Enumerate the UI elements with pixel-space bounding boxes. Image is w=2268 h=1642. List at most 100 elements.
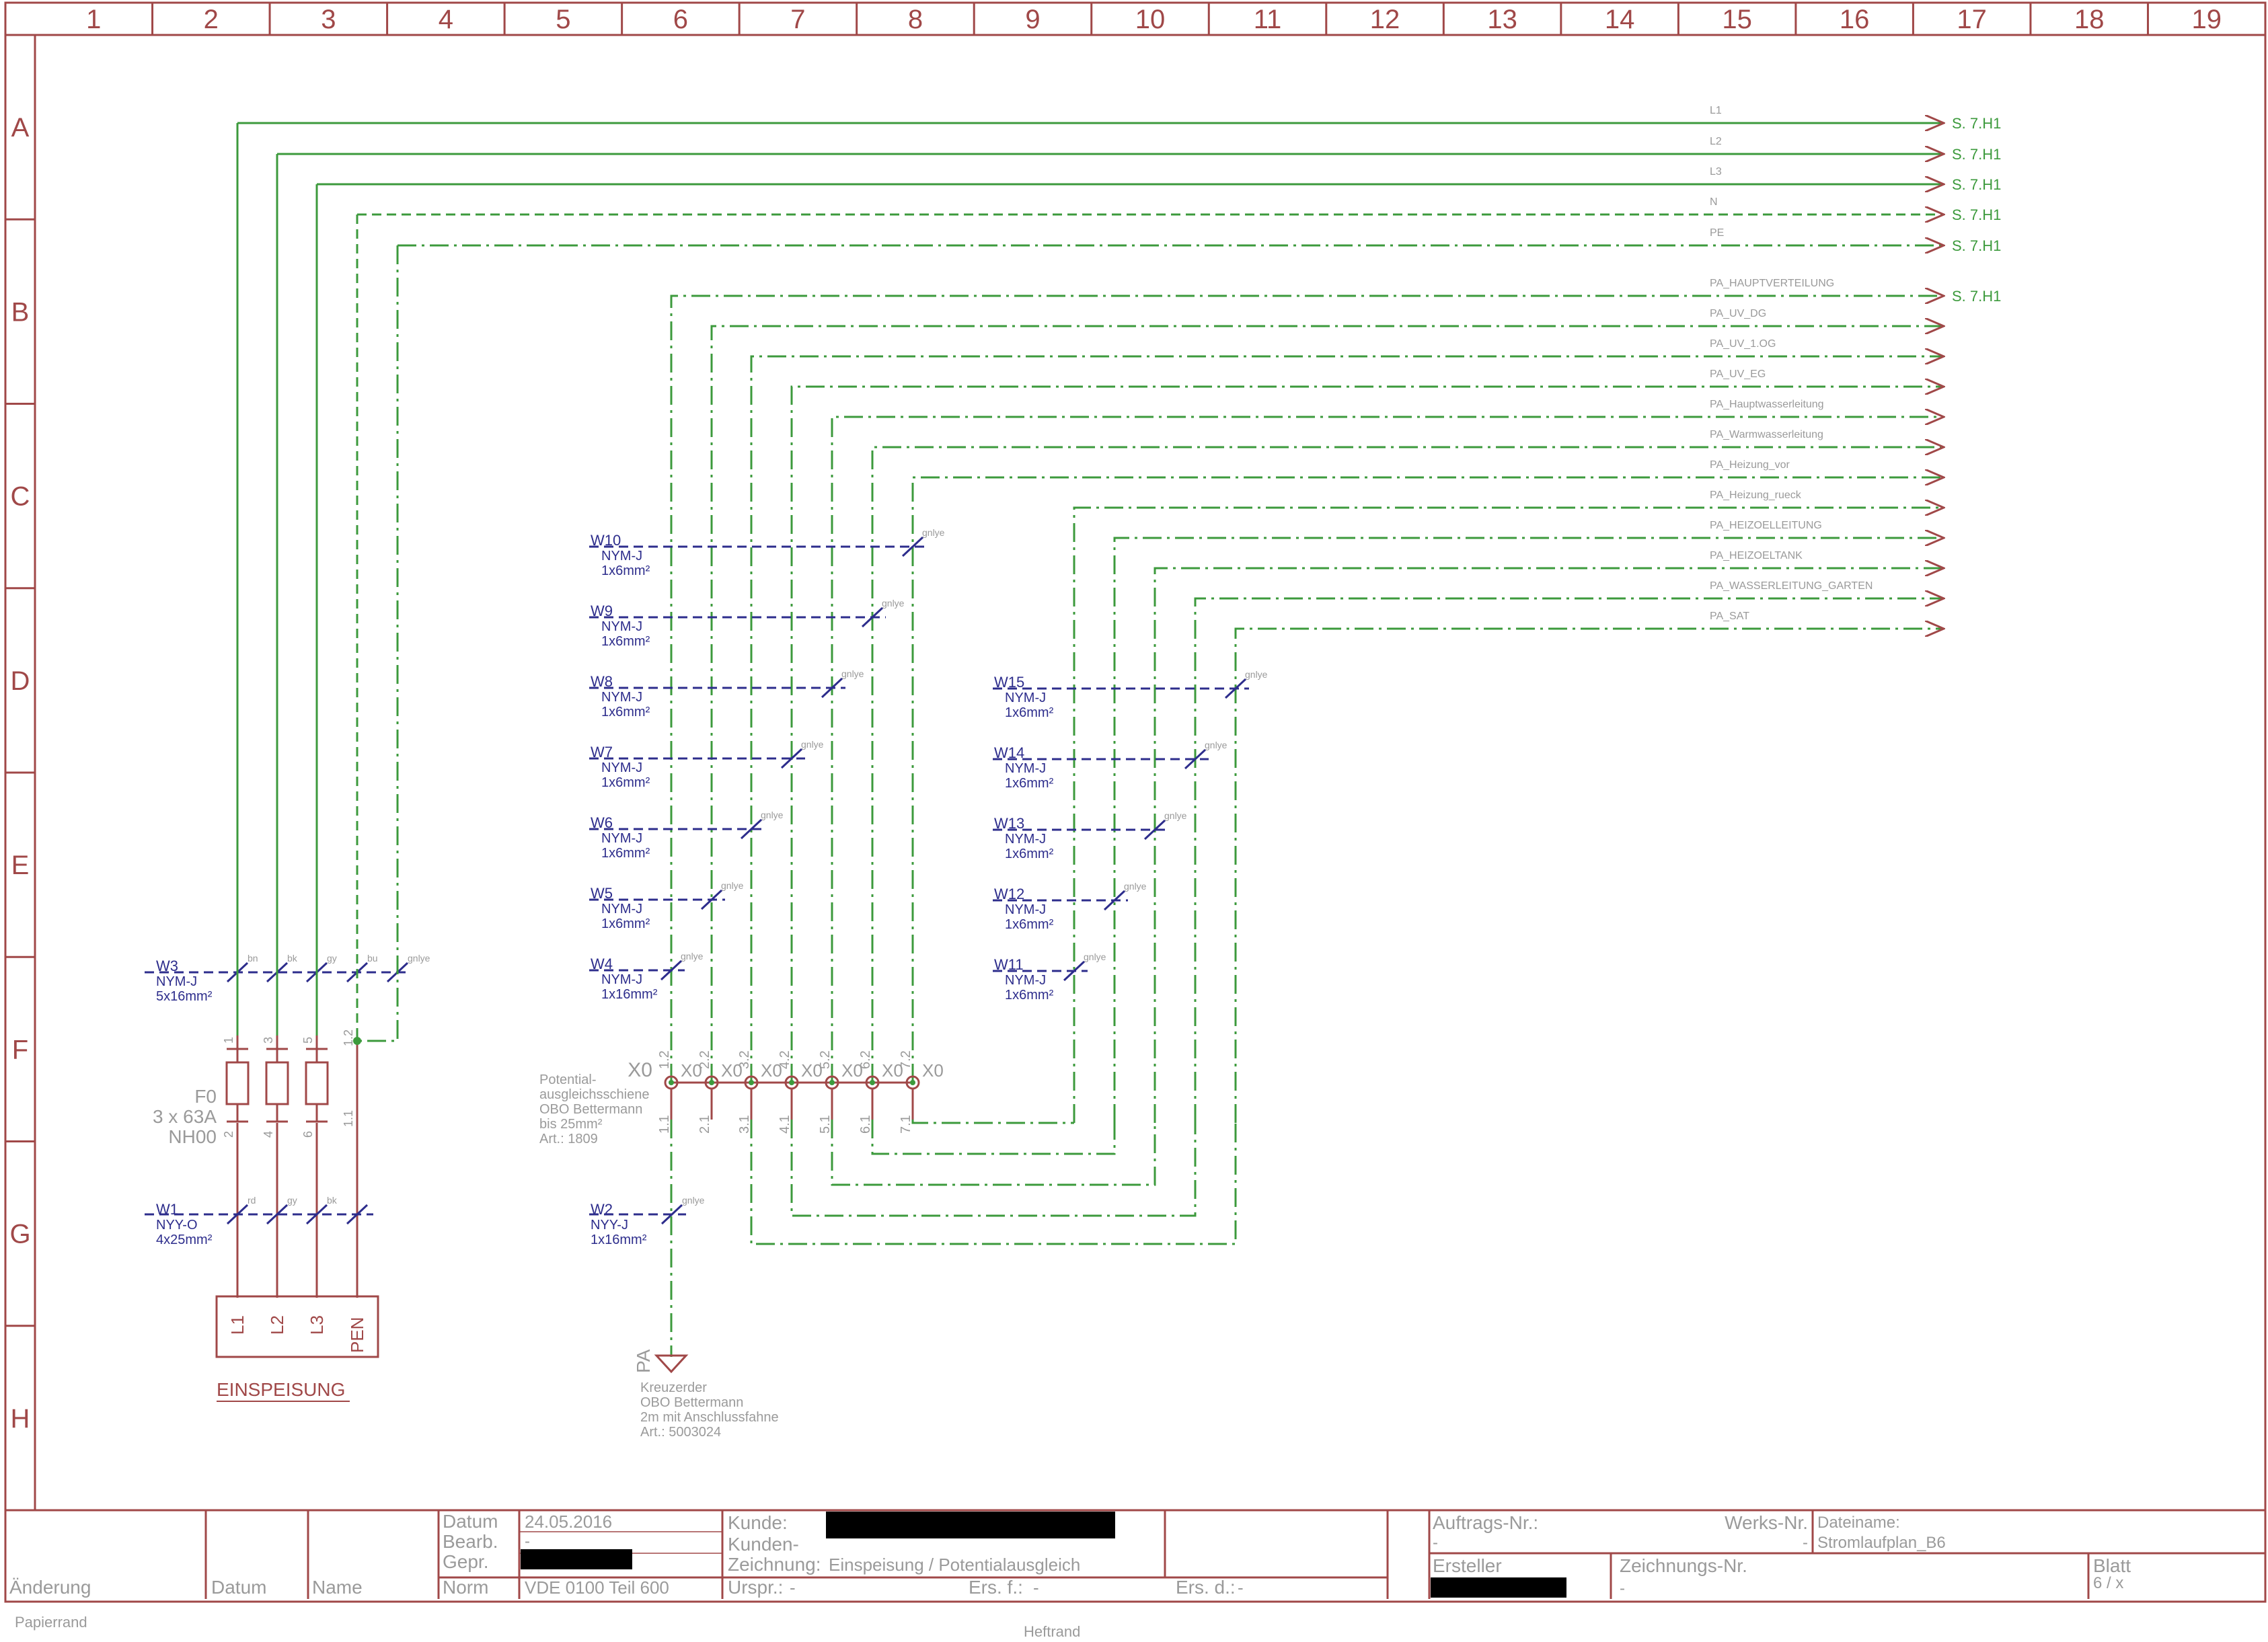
cable-id: W5: [591, 885, 613, 902]
pa-line-label: PA_Heizung_rueck: [1710, 490, 1802, 501]
pa-line-label: PA_HEIZOELLEITUNG: [1710, 520, 1822, 531]
row-label: D: [11, 666, 30, 696]
papierrand-label: Papierrand: [15, 1614, 87, 1631]
tb-datum-val: 24.05.2016: [525, 1512, 612, 1532]
col-label: 7: [790, 5, 805, 34]
cable-cond: gnlye: [681, 951, 704, 962]
cable-id: W7: [591, 744, 613, 760]
tb-gepr-lbl: Gepr.: [443, 1551, 488, 1572]
cable-size: 1x6mm²: [1005, 988, 1054, 1003]
pa-line-label: PA_HAUPTVERTEILUNG: [1710, 278, 1834, 289]
terminal-desc: Potential-: [539, 1072, 597, 1087]
cable-size: 1x6mm²: [601, 705, 650, 719]
w3-cond-5: gnlye: [408, 953, 430, 964]
tb-ersd-lbl: Ers. d.:: [1176, 1577, 1236, 1598]
cables-left-group: W10NYM-J1x6mm²gnlyeW9NYM-J1x6mm²gnlyeW8N…: [589, 527, 945, 1002]
fuse-pin-5: 5: [301, 1037, 315, 1044]
cable-cond: gnlye: [841, 668, 864, 679]
tb-bearb-lbl: Bearb.: [443, 1531, 498, 1552]
tb-datum-lbl: Datum: [443, 1511, 498, 1532]
main-line-label: PE: [1710, 227, 1724, 239]
tb-datum-col: Datum: [211, 1577, 266, 1598]
terminal-id: X0: [922, 1060, 944, 1081]
cable-w3: W3 NYM-J 5x16mm² bn bk gy bu gnlye: [145, 953, 430, 1004]
pa-line-label: PA_HEIZOELTANK: [1710, 550, 1803, 561]
pa-line-label: PA_Warmwasserleitung: [1710, 429, 1823, 440]
cable-size: 1x6mm²: [601, 634, 650, 649]
cable-id: W8: [591, 673, 613, 690]
cable-type: NYM-J: [601, 831, 642, 846]
pa-line-label: PA_Heizung_vor: [1710, 459, 1790, 471]
tb-kunden-lbl: Kunden-: [728, 1534, 799, 1555]
terminal-desc: OBO Bettermann: [539, 1102, 642, 1117]
pa-line: [790, 387, 1944, 1083]
tb-norm-val: VDE 0100 Teil 600: [525, 1577, 669, 1598]
fuse-rating: 3 x 63A: [153, 1106, 217, 1127]
cable-tick: [1184, 748, 1207, 770]
pa-line: [1194, 598, 1944, 1123]
cable-id: W11: [994, 956, 1024, 973]
pa-line: [710, 326, 1944, 1083]
cable-size: 1x6mm²: [601, 916, 650, 931]
main-line-ref: S. 7.H1: [1952, 115, 2001, 132]
fuse-pin-pen-top: 1.2: [342, 1029, 355, 1046]
terminal-top-pin: 4.2: [778, 1050, 792, 1069]
tb-zeichnungsnr-lbl: Zeichnungs-Nr.: [1620, 1555, 1747, 1576]
cable-size: 1x6mm²: [1005, 917, 1054, 932]
cable-size: 1x6mm²: [1005, 847, 1054, 861]
cable-tick: [861, 607, 884, 628]
main-line-label: L2: [1710, 136, 1722, 147]
col-label: 15: [1722, 5, 1752, 34]
w1-size: 4x25mm²: [156, 1233, 213, 1247]
row-label: C: [11, 482, 30, 512]
tb-zeichnung-lbl: Zeichnung:: [728, 1554, 821, 1575]
terminal-pin-dot: [669, 1080, 674, 1085]
tb-auftrags-lbl: Auftrags-Nr.:: [1433, 1512, 1538, 1533]
cable-tick: [1063, 960, 1086, 982]
cable-tick: [901, 536, 924, 557]
cable-size: 1x6mm²: [601, 775, 650, 790]
cable-id: W15: [994, 674, 1024, 691]
pa-line: [1154, 568, 1944, 1123]
tb-zeichnung-val: Einspeisung / Potentialausgleich: [829, 1555, 1080, 1575]
cable-id: W12: [994, 886, 1024, 902]
cable-w2: W2 NYY-J 1x16mm² gnlye: [589, 1195, 705, 1247]
main-line-label: L1: [1710, 105, 1722, 116]
cable-type: NYM-J: [601, 690, 642, 705]
cable-w1: W1 NYY-O 4x25mm² rd gy bk: [145, 1195, 373, 1247]
heftrand-label: Heftrand: [1024, 1623, 1080, 1640]
terminal-top-pin: 7.2: [899, 1050, 913, 1069]
fuse-pin-3: 3: [262, 1037, 275, 1044]
cable-id: W9: [591, 602, 613, 619]
cable-size: 1x6mm²: [601, 563, 650, 578]
col-label: 9: [1025, 5, 1040, 34]
terminal-id: X0: [721, 1060, 743, 1081]
fuse-pin-6: 6: [301, 1131, 315, 1138]
cable-tick: [780, 748, 803, 769]
feed-pin-l1: L1: [227, 1315, 248, 1335]
row-label: F: [12, 1035, 28, 1064]
terminal-top-pin: 5.2: [818, 1050, 833, 1069]
terminal-pin-dot: [749, 1080, 754, 1085]
cable-type: NYM-J: [1005, 761, 1046, 776]
w3-cond-4: bu: [367, 953, 378, 964]
pa-line: [670, 296, 1944, 1083]
earth-desc-4: Art.: 5003024: [640, 1425, 721, 1440]
col-label: 10: [1135, 5, 1166, 34]
terminal-desc: bis 25mm²: [539, 1117, 603, 1132]
cable-id: W14: [994, 744, 1024, 761]
col-label: 16: [1840, 5, 1870, 34]
terminal-bottom-pin: 2.1: [697, 1115, 712, 1134]
w1-cond-1: rd: [248, 1195, 256, 1206]
cables-right-group: W15NYM-J1x6mm²gnlyeW14NYM-J1x6mm²gnlyeW1…: [993, 669, 1268, 1003]
pen-junction: [353, 1037, 361, 1045]
tb-blatt-lbl: Blatt: [2093, 1555, 2131, 1576]
tb-ersf-val: -: [1033, 1577, 1039, 1598]
terminal-bottom-pin: 4.1: [778, 1115, 792, 1134]
cable-tick: [1143, 819, 1166, 840]
cable-cond: gnlye: [761, 810, 784, 820]
pa-line: [911, 477, 1944, 1083]
col-label: 5: [556, 5, 570, 34]
feed-box: L1 L2 L3 PEN EINSPEISUNG: [215, 1295, 379, 1402]
terminal-bottom-pin: 1.1: [657, 1115, 672, 1134]
